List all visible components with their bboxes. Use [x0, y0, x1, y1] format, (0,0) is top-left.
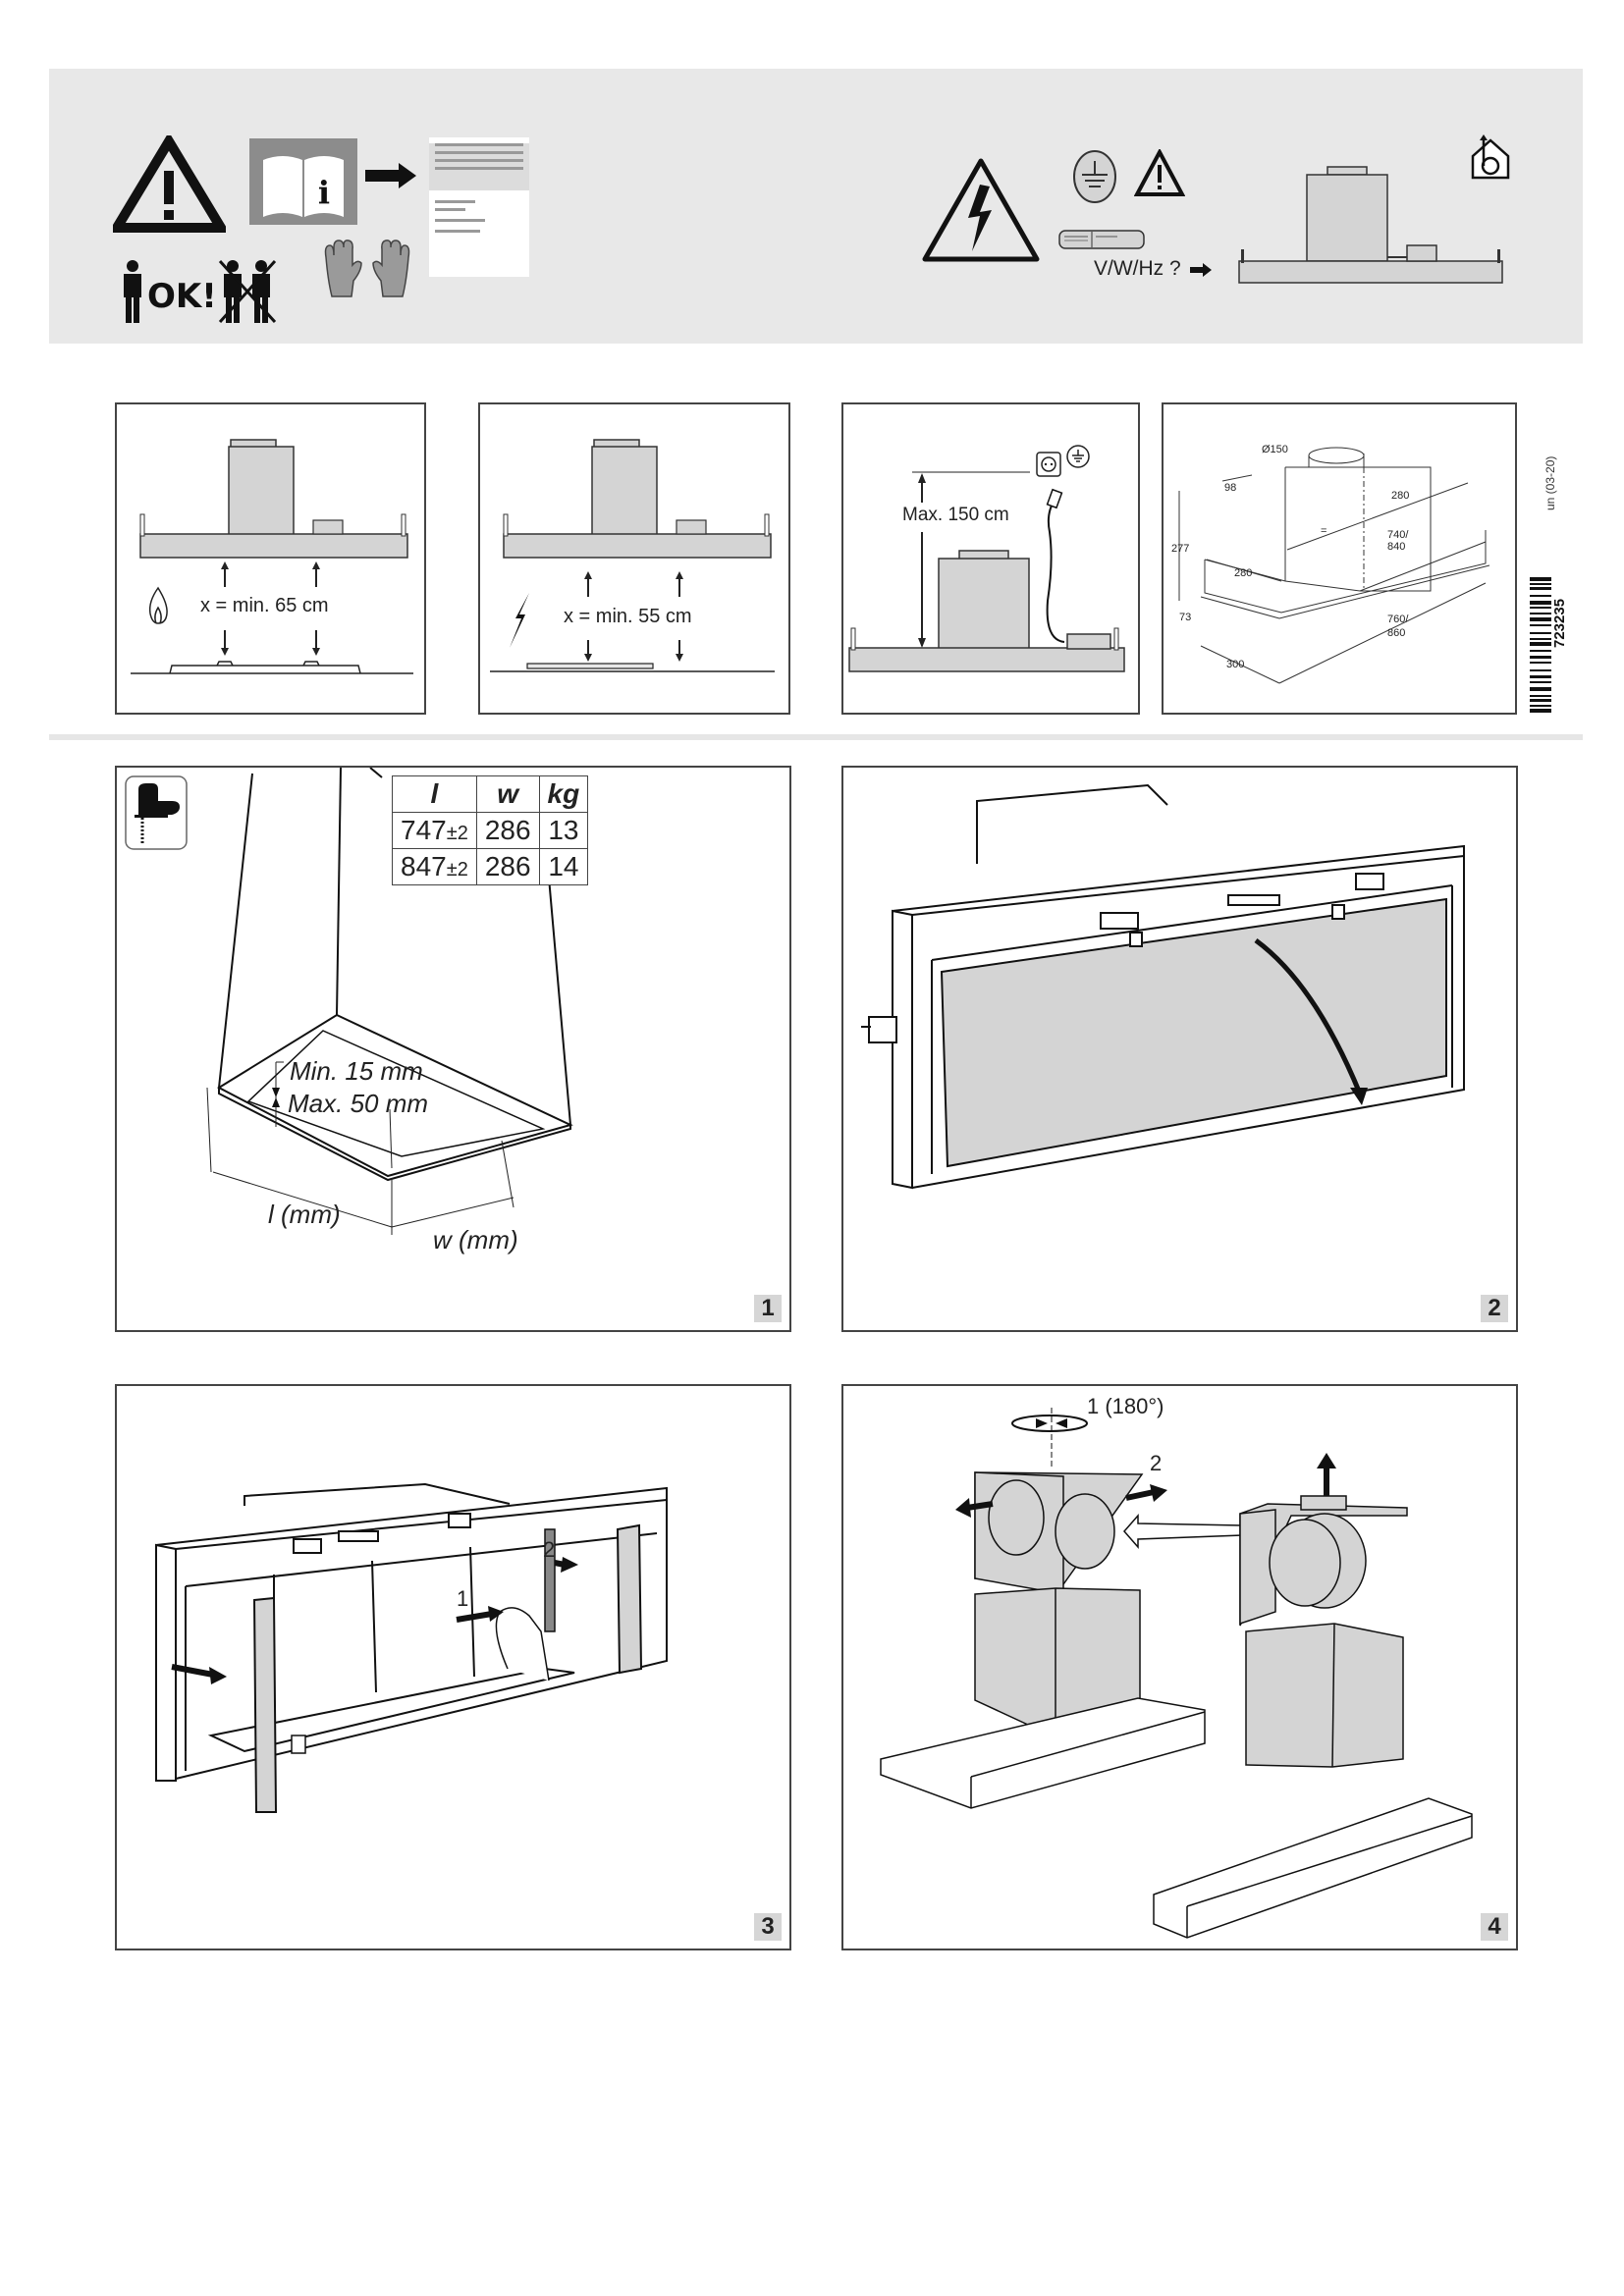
step-label-2: 2	[1150, 1451, 1163, 1475]
dim-label: 73	[1179, 612, 1191, 623]
step-number-badge: 1	[754, 1295, 782, 1322]
min-depth-label: Min. 15 mm	[290, 1056, 423, 1086]
ok-label: OK!	[147, 277, 217, 316]
cell-kg: 14	[538, 848, 589, 885]
rotate-label: 1 (180°)	[1087, 1394, 1164, 1418]
read-manual-icon: i	[249, 138, 357, 225]
dim-label: 280	[1234, 567, 1252, 579]
socket-height-drawing	[848, 471, 1125, 672]
hood-side-drawing	[131, 439, 413, 674]
dim-label: 277	[1171, 543, 1189, 555]
electric-hazard-icon	[922, 158, 1040, 262]
hood-side-view-icon	[1238, 166, 1503, 284]
barcode-icon	[1530, 577, 1551, 713]
dim-label: 840	[1387, 541, 1405, 553]
rating-label: V/W/Hz ?	[1094, 257, 1181, 280]
cutout-drawing	[206, 768, 573, 1235]
step-label-1: 1	[457, 1586, 469, 1611]
arrow-right-small-icon	[1190, 263, 1212, 277]
safety-document-thumbnail	[429, 137, 529, 277]
col-w: w	[475, 775, 540, 813]
dimensions-table: l w kg 747±2 286 13 847±2 286 14	[392, 775, 589, 885]
col-kg: kg	[538, 775, 589, 813]
step-label-2: 2	[543, 1537, 556, 1562]
step-number-badge: 4	[1481, 1913, 1508, 1941]
hood-side-drawing	[490, 439, 775, 672]
step-4-panel: 1 (180°) 2 4	[841, 1384, 1518, 1950]
revision-code: un (03-20)	[1543, 455, 1557, 510]
cell-l: 747	[401, 815, 447, 845]
dimensions-panel: Ø150 98 280 277 280 740/ 840 73 760/ 860…	[1162, 402, 1517, 715]
section-separator	[49, 734, 1583, 740]
step-1-panel: l w kg 747±2 286 13 847±2 286 14 Min. 15…	[115, 766, 791, 1332]
step-3-panel: 1 2 3	[115, 1384, 791, 1950]
width-label: w (mm)	[433, 1225, 518, 1255]
gas-clearance-panel: x = min. 65 cm	[115, 402, 426, 715]
cell-w: 286	[475, 812, 540, 849]
gas-clearance-label: x = min. 65 cm	[200, 595, 329, 616]
house-fan-exhaust-icon	[1471, 134, 1510, 180]
socket-height-label: Max. 150 cm	[902, 505, 1009, 525]
dim-label: 860	[1387, 627, 1405, 639]
step-2-panel: 2	[841, 766, 1518, 1332]
earth-ground-small-icon	[1066, 445, 1090, 468]
step-number-badge: 3	[754, 1913, 782, 1941]
socket-icon	[1036, 452, 1061, 477]
cell-tol: ±2	[446, 859, 468, 881]
rotate-fan-drawing	[880, 1408, 1473, 1939]
table-header-row: l w kg	[392, 775, 589, 813]
cell-w: 286	[475, 848, 540, 885]
table-row: 747±2 286 13	[392, 812, 589, 849]
two-persons-crossed-icon	[218, 259, 277, 324]
earth-ground-icon	[1073, 150, 1116, 203]
socket-height-panel: Max. 150 cm	[841, 402, 1140, 715]
one-person-icon	[124, 260, 141, 323]
barcode-number: 723235	[1551, 598, 1568, 648]
dimension-drawing: Ø150 98 280 277 280 740/ 840 73 760/ 860…	[1171, 444, 1490, 684]
length-label: l (mm)	[268, 1200, 341, 1229]
rating-plate-icon	[1058, 230, 1145, 249]
open-filter-drawing	[861, 783, 1465, 1190]
dim-label: 280	[1391, 490, 1409, 502]
warning-small-icon	[1134, 149, 1185, 196]
electric-clearance-panel: x = min. 55 cm	[478, 402, 790, 715]
step-number-badge: 2	[1481, 1295, 1508, 1322]
dim-label: Ø150	[1262, 444, 1288, 455]
dim-label: 300	[1226, 659, 1244, 670]
cell-l: 847	[401, 851, 447, 881]
cell-kg: 13	[538, 812, 589, 849]
col-l: l	[392, 775, 477, 813]
lightning-icon	[510, 593, 529, 648]
dim-label: 740/	[1387, 529, 1409, 541]
dim-label: 760/	[1387, 614, 1409, 625]
dim-label: =	[1321, 525, 1326, 537]
max-depth-label: Max. 50 mm	[288, 1089, 429, 1118]
flame-icon	[148, 586, 168, 624]
electric-clearance-label: x = min. 55 cm	[564, 606, 692, 627]
protective-gloves-icon	[324, 240, 410, 297]
table-row: 847±2 286 14	[392, 848, 589, 885]
warning-triangle-icon	[113, 135, 226, 233]
arrow-right-icon	[365, 163, 416, 188]
svg-text:i: i	[318, 174, 330, 211]
jigsaw-icon	[125, 775, 188, 850]
cell-tol: ±2	[446, 823, 468, 844]
remove-trim-drawing	[155, 1482, 668, 1813]
dim-label: 98	[1224, 482, 1236, 494]
